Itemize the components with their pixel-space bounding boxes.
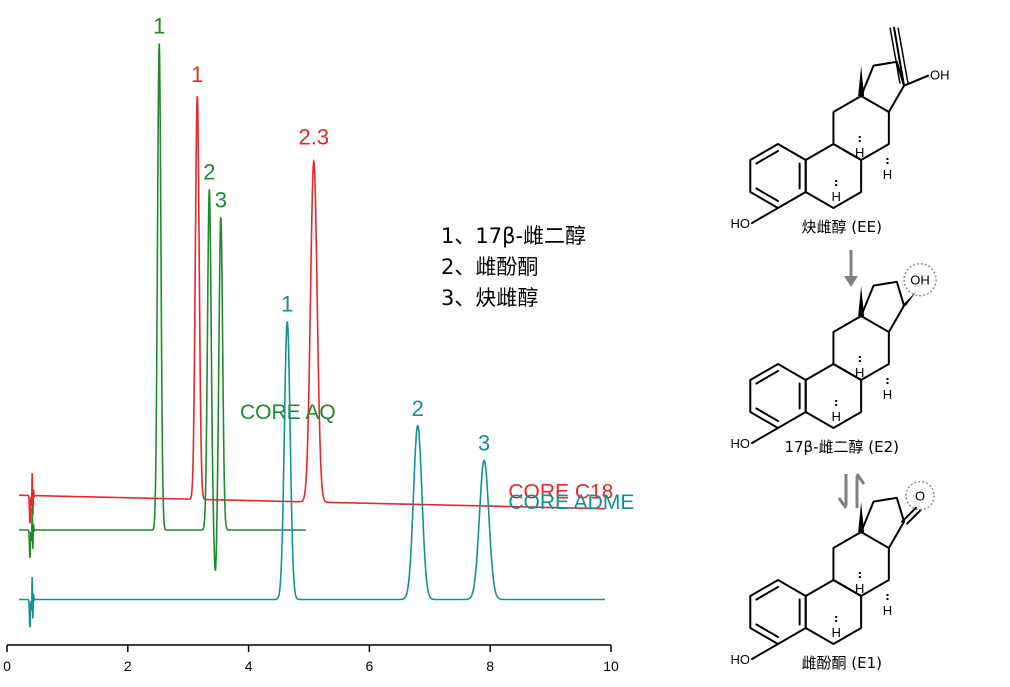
- series-name-label: CORE ADME: [508, 491, 634, 514]
- double-bond: [755, 586, 779, 601]
- methyl-wedge: [858, 66, 865, 96]
- series-trace: [19, 96, 605, 524]
- carbonyl-bond-2: [906, 508, 923, 525]
- peak-label: 2: [203, 159, 215, 184]
- peak-label: 2.3: [299, 125, 330, 150]
- molecule-name: 炔雌醇 (EE): [802, 218, 882, 236]
- x-tick-label: 6: [366, 658, 374, 674]
- series-name-label: CORE C18: [508, 481, 613, 504]
- peak-label: 1: [153, 14, 165, 39]
- ring: [749, 143, 807, 209]
- ethynyl-3: [897, 27, 909, 84]
- double-bond: [755, 187, 779, 202]
- ho-bond: [751, 207, 779, 224]
- peak-label: 1: [191, 62, 203, 87]
- peak-label: 2: [412, 396, 424, 421]
- ethynyl-2: [889, 27, 901, 84]
- substituent-label: OH: [930, 68, 950, 83]
- series-name-label: CORE AQ: [240, 401, 336, 424]
- methyl-wedge: [858, 502, 865, 532]
- series-trace: [19, 321, 605, 628]
- stereo-h-label: H: [883, 603, 892, 618]
- ho-bond: [751, 427, 779, 444]
- substituent-label: O: [915, 489, 925, 504]
- double-bond: [755, 370, 779, 385]
- ring: [749, 363, 807, 429]
- conversion-arrow-down: [844, 250, 858, 287]
- molecule-name: 雌酚酮 (E1): [801, 654, 882, 672]
- hydroxyl-atom-label: HO: [731, 216, 751, 231]
- stereo-h-label: H: [832, 409, 841, 424]
- double-bond: [755, 407, 779, 422]
- ho-bond: [751, 643, 779, 660]
- highlight-circle: [905, 480, 935, 511]
- hydroxyl-atom-label: HO: [731, 652, 751, 667]
- stereo-h-label: H: [832, 625, 841, 640]
- x-tick-label: 8: [486, 658, 494, 674]
- methyl-wedge: [858, 286, 865, 316]
- legend-item-2: 2、雌酚酮: [441, 255, 538, 279]
- x-tick-label: 4: [245, 658, 253, 674]
- stereo-h-label: H: [883, 167, 892, 182]
- peak-label: 3: [478, 431, 490, 456]
- hydroxyl-atom-label: HO: [731, 436, 751, 451]
- stereo-h-label: H: [855, 145, 864, 160]
- peak-label: 3: [215, 187, 227, 212]
- oh-bond: [903, 74, 930, 87]
- ring-d: [860, 280, 906, 333]
- series-trace: [19, 43, 306, 571]
- substituent-label: OH: [910, 273, 930, 288]
- highlight-circle: [903, 262, 937, 297]
- x-tick-label: 2: [124, 658, 132, 674]
- oh-wedge: [902, 291, 917, 306]
- peak-label: 1: [281, 292, 293, 317]
- stereo-h-label: H: [883, 387, 892, 402]
- ring-d: [860, 496, 906, 549]
- double-bond: [755, 623, 779, 638]
- legend-item-1: 1、17β-雌二醇: [441, 224, 586, 248]
- stereo-h-label: H: [855, 365, 864, 380]
- ethynyl: [893, 26, 906, 87]
- x-tick-label: 0: [3, 658, 11, 674]
- equilibrium-arrows: [837, 473, 866, 509]
- ring: [749, 579, 807, 645]
- molecule-name: 17β-雌二醇 (E2): [784, 438, 899, 456]
- x-tick-label: 10: [603, 658, 619, 674]
- carbonyl-bond: [901, 506, 918, 523]
- stereo-h-label: H: [832, 189, 841, 204]
- double-bond: [755, 150, 779, 165]
- stereo-h-label: H: [855, 581, 864, 596]
- legend-item-3: 3、炔雌醇: [441, 286, 538, 310]
